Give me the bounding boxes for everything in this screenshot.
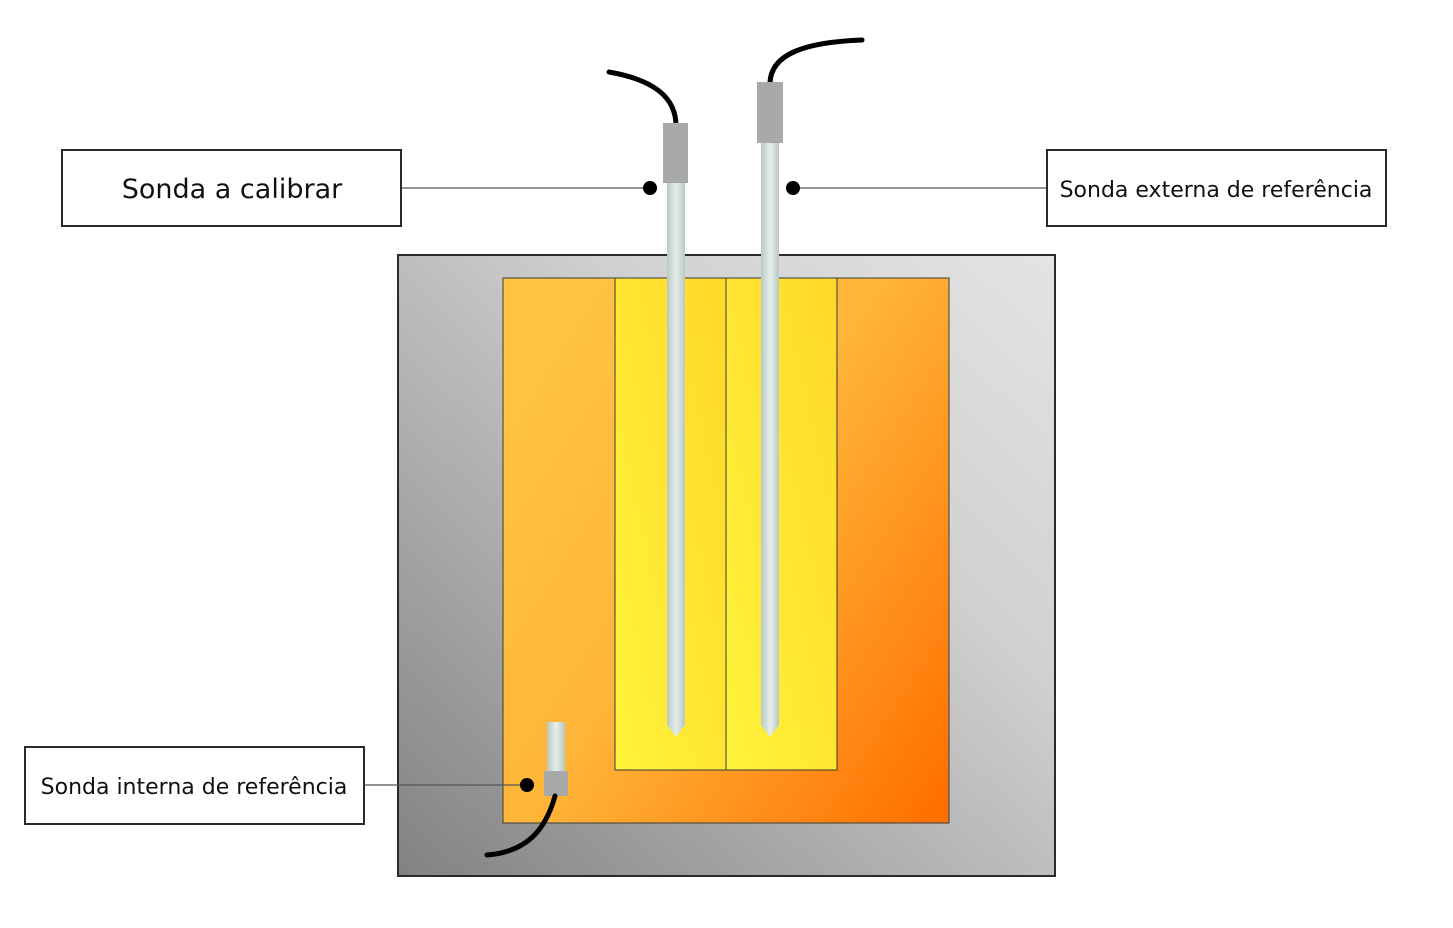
label-box-probe-to-calibrate: Sonda a calibrar bbox=[61, 149, 402, 227]
external-reference-probe bbox=[757, 37, 865, 737]
internal-reference-probe-handle bbox=[544, 771, 568, 796]
internal-reference-probe-cable bbox=[484, 793, 558, 858]
label-box-external-reference: Sonda externa de referência bbox=[1046, 149, 1387, 227]
label-box-internal-reference: Sonda interna de referência bbox=[24, 746, 365, 825]
label-internal-reference-probe: Sonda interna de referência bbox=[41, 775, 348, 800]
label-external-reference-probe: Sonda externa de referência bbox=[1060, 178, 1373, 203]
external-reference-probe-stem bbox=[761, 140, 779, 737]
probe-to-calibrate-handle bbox=[663, 123, 688, 183]
external-reference-probe-handle bbox=[757, 82, 783, 143]
marker-external-reference bbox=[786, 181, 800, 195]
marker-probe-to-calibrate bbox=[643, 181, 657, 195]
marker-internal-reference bbox=[520, 778, 534, 792]
probe-to-calibrate-stem bbox=[667, 180, 685, 737]
probe-to-calibrate bbox=[606, 69, 688, 737]
insert-well-right bbox=[725, 277, 838, 771]
internal-reference-probe-stem bbox=[547, 722, 565, 774]
probe-to-calibrate-cable bbox=[606, 69, 679, 129]
external-reference-probe-cable bbox=[767, 37, 865, 87]
label-probe-to-calibrate: Sonda a calibrar bbox=[122, 174, 343, 205]
internal-reference-probe bbox=[484, 722, 568, 858]
